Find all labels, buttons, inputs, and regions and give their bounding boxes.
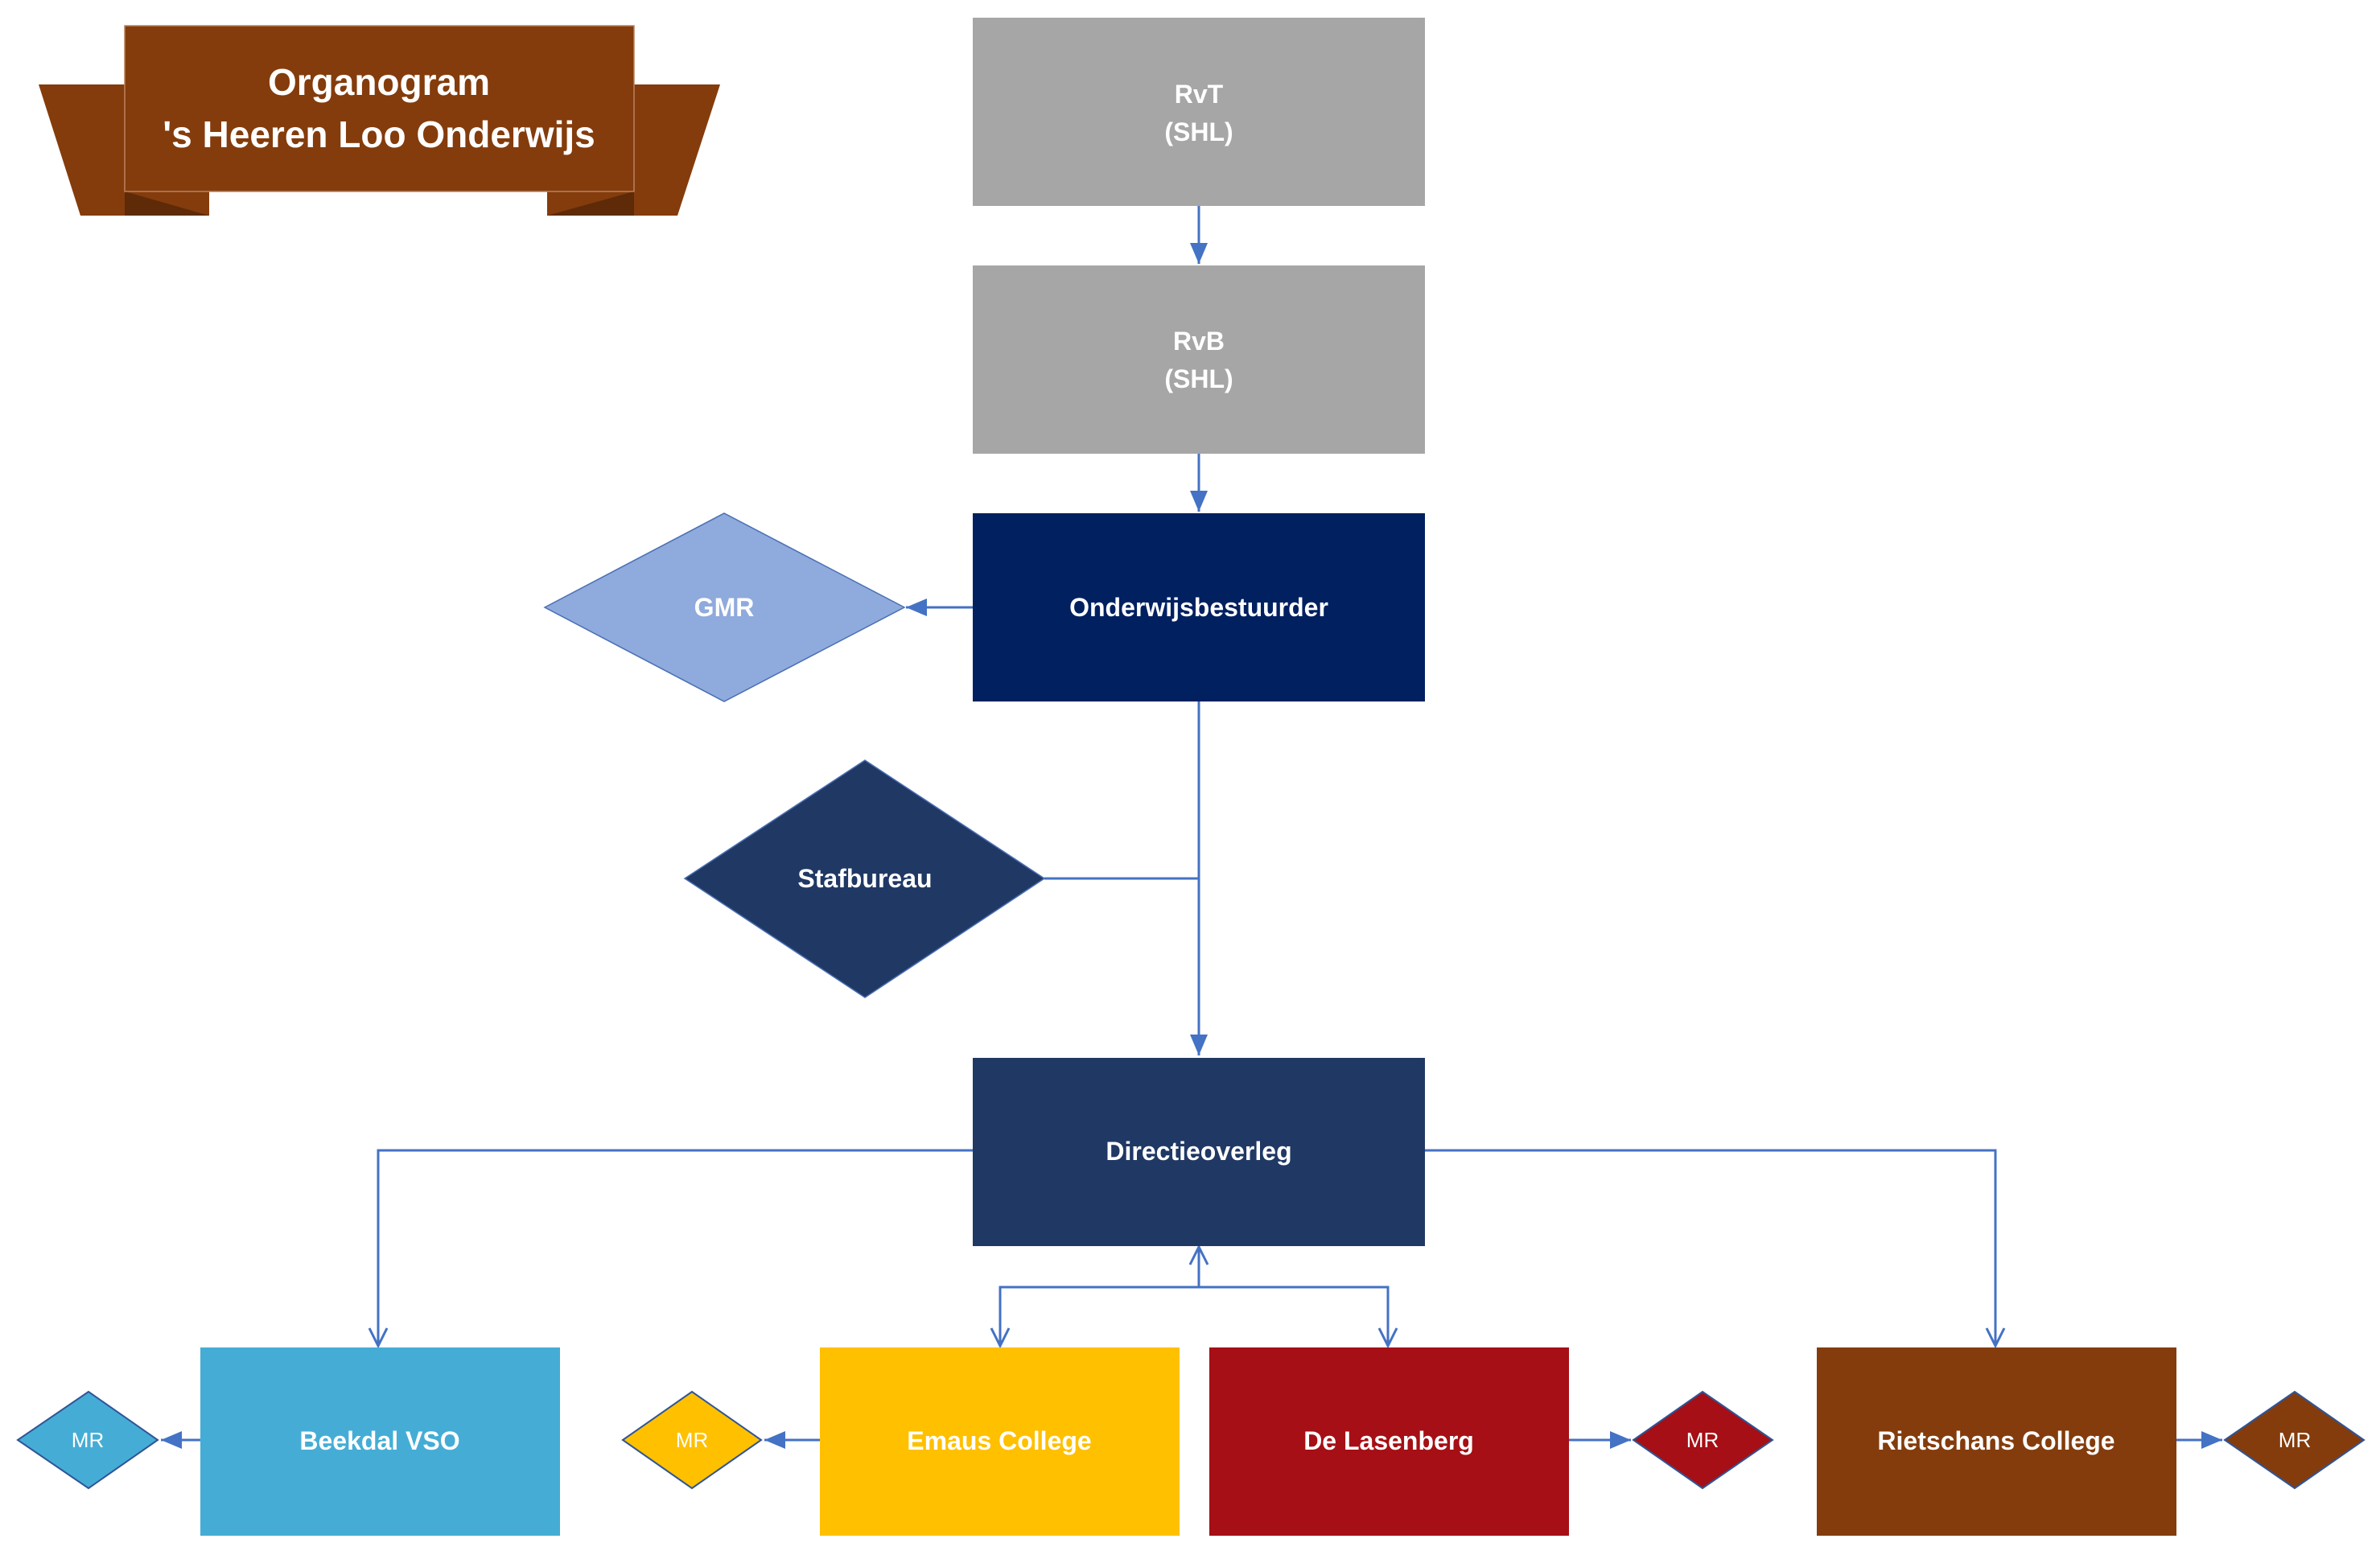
node-gmr-label: GMR [694,593,755,622]
node-rvb-label: RvB [1173,327,1225,356]
node-rvt-sublabel: (SHL) [1164,117,1233,146]
mr-emaus: MR [621,1390,763,1490]
node-stafbureau-label: Stafbureau [797,864,932,893]
mr-lasenberg-label: MR [1686,1428,1719,1452]
title-banner: Organogram 's Heeren Loo Onderwijs [39,25,720,216]
node-emaus: Emaus College [820,1347,1180,1536]
node-rvt: RvT (SHL) [973,18,1425,206]
mr-beekdal-label: MR [72,1428,104,1452]
mr-lasenberg: MR [1632,1390,1774,1490]
connector-directieoverleg-rietschans [1425,1150,1995,1346]
node-rvb-sublabel: (SHL) [1164,364,1233,393]
node-rietschans-label: Rietschans College [1877,1426,2114,1455]
node-rietschans: Rietschans College [1817,1347,2176,1536]
banner-title-line2: 's Heeren Loo Onderwijs [163,113,595,155]
node-onderwijsbestuurder-label: Onderwijsbestuurder [1069,593,1328,622]
node-directieoverleg-label: Directieoverleg [1106,1137,1291,1166]
mr-emaus-label: MR [676,1428,708,1452]
connector-directieoverleg-emaus [1000,1286,1199,1346]
banner-title-line1: Organogram [268,61,490,103]
node-stafbureau: Stafbureau [683,759,1046,998]
node-gmr: GMR [543,512,906,702]
connector-directieoverleg-beekdal [378,1150,973,1346]
node-directieoverleg: Directieoverleg [973,1058,1425,1246]
connector-directieoverleg-lasenberg [1199,1286,1388,1346]
banner-right-fold [547,191,634,216]
banner-front [124,25,635,192]
node-beekdal: Beekdal VSO [200,1347,560,1536]
node-beekdal-label: Beekdal VSO [299,1426,459,1455]
mr-beekdal: MR [16,1390,159,1490]
node-rvt-label: RvT [1175,80,1224,109]
node-onderwijsbestuurder: Onderwijsbestuurder [973,513,1425,701]
node-lasenberg-label: De Lasenberg [1303,1426,1474,1455]
node-lasenberg: De Lasenberg [1209,1347,1569,1536]
mr-rietschans-label: MR [2279,1428,2311,1452]
banner-left-fold [125,191,209,216]
mr-rietschans: MR [2223,1390,2366,1490]
node-emaus-label: Emaus College [907,1426,1091,1455]
node-rvb: RvB (SHL) [973,265,1425,454]
connectors [161,206,2222,1449]
